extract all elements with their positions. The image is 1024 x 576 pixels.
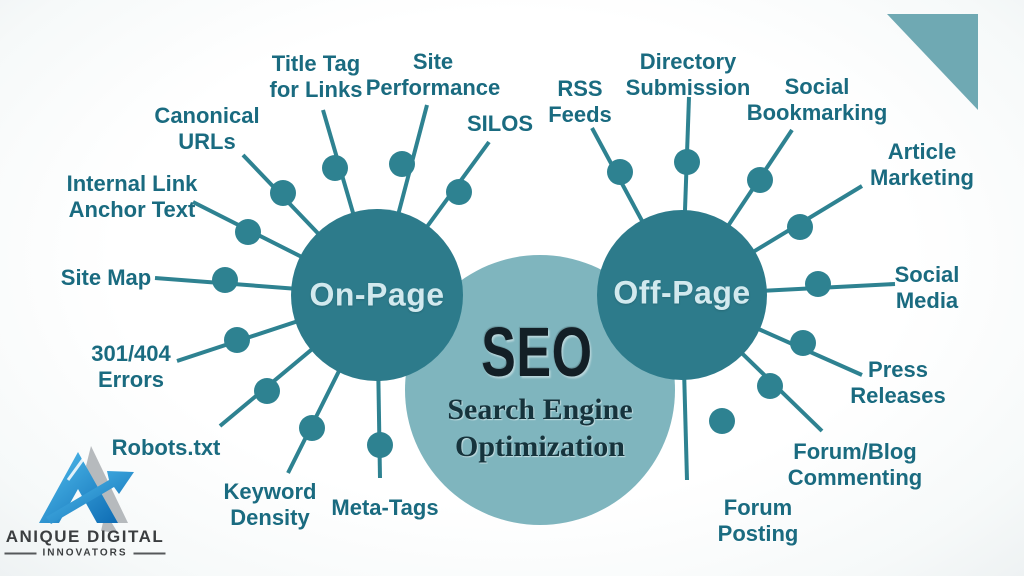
label-directory-submission: Directory Submission xyxy=(625,49,751,100)
label-meta-tags: Meta-Tags xyxy=(331,495,439,521)
logo-blue-a xyxy=(39,452,118,523)
node-forum-blog-commenting xyxy=(757,373,783,399)
tagline-rule-right xyxy=(133,552,166,554)
logo-blue-arrow xyxy=(46,471,134,524)
node-silos xyxy=(446,179,472,205)
node-title-tag-for-links xyxy=(322,155,348,181)
on-page-hub-label: On-Page xyxy=(309,276,445,313)
node-rss-feeds xyxy=(607,159,633,185)
label-forum-blog-commenting: Forum/Blog Commenting xyxy=(787,439,923,490)
node-canonical-urls xyxy=(270,180,296,206)
node-forum-posting xyxy=(709,408,735,434)
node-press-releases xyxy=(790,330,816,356)
label-rss-feeds: RSS Feeds xyxy=(548,76,612,127)
label-site-map: Site Map xyxy=(60,265,152,291)
brand-logo-icon xyxy=(39,446,134,533)
off-page-nodes xyxy=(607,149,831,434)
label-site-performance: Site Performance xyxy=(365,49,501,100)
label-canonical-urls: Canonical URLs xyxy=(154,103,260,154)
corner-triangle-decoration xyxy=(887,14,978,110)
brand-tagline-row: INNOVATORS xyxy=(4,547,166,559)
label-press-releases: Press Releases xyxy=(850,357,946,408)
off-page-hub-circle xyxy=(597,210,767,380)
logo-slash-highlight xyxy=(66,457,86,481)
off-page-hub-label: Off-Page xyxy=(613,274,751,311)
on-page-hub-circle xyxy=(291,209,463,381)
label-forum-posting: Forum Posting xyxy=(717,495,799,546)
node-site-performance xyxy=(389,151,415,177)
node-social-media xyxy=(805,271,831,297)
node-keyword-density xyxy=(299,415,325,441)
seo-subtitle: Search Engine Optimization xyxy=(447,392,633,463)
node-internal-link-anchor-text xyxy=(235,219,261,245)
brand-tagline: INNOVATORS xyxy=(42,547,128,559)
node-directory-submission xyxy=(674,149,700,175)
node-article-marketing xyxy=(787,214,813,240)
label-social-media: Social Media xyxy=(894,262,960,313)
node-site-map xyxy=(212,267,238,293)
tagline-rule-left xyxy=(4,552,37,554)
label-internal-link-anchor-text: Internal Link Anchor Text xyxy=(66,171,198,222)
label-robots-txt: Robots.txt xyxy=(111,435,221,461)
label-301-404-errors: 301/404 Errors xyxy=(91,341,171,392)
label-keyword-density: Keyword Density xyxy=(223,479,317,530)
seo-title: SEO xyxy=(481,313,593,391)
label-title-tag-for-links: Title Tag for Links xyxy=(269,51,363,102)
label-article-marketing: Article Marketing xyxy=(870,139,974,190)
label-silos: SILOS xyxy=(466,111,534,137)
node-meta-tags xyxy=(367,432,393,458)
brand-name: ANIQUE DIGITAL xyxy=(5,527,165,546)
node-robots-txt xyxy=(254,378,280,404)
node-301-404-errors xyxy=(224,327,250,353)
node-social-bookmarking xyxy=(747,167,773,193)
label-social-bookmarking: Social Bookmarking xyxy=(746,74,888,125)
on-page-nodes xyxy=(212,151,472,458)
